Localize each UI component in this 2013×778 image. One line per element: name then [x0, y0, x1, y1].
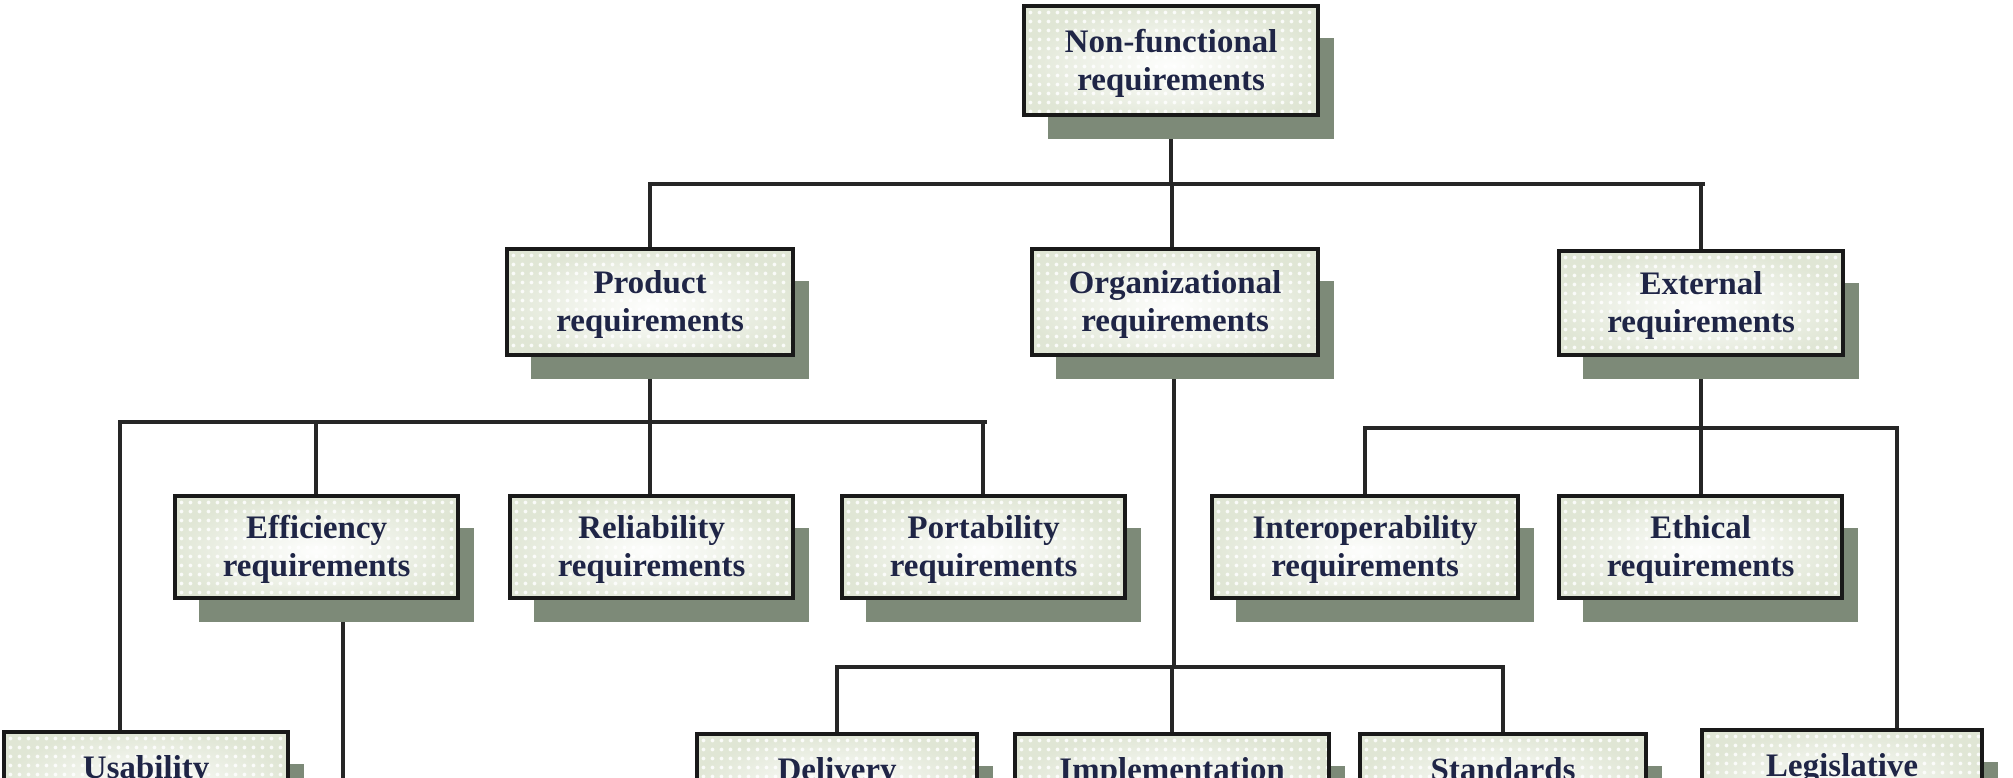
connector-line	[1170, 667, 1174, 734]
node-reliability-requirements: Reliability requirements	[508, 494, 795, 600]
node-label: Usability	[82, 750, 210, 778]
connector-line	[1363, 428, 1367, 494]
node-interoperability-requirements: Interoperability requirements	[1210, 494, 1520, 600]
connector-line	[314, 422, 318, 494]
node-label: Standards	[1430, 752, 1576, 778]
connector-line	[648, 182, 1705, 186]
connector-line	[1172, 355, 1176, 669]
node-organizational-requirements: Organizational requirements	[1030, 247, 1320, 357]
connector-line	[118, 420, 987, 424]
node-efficiency-requirements: Efficiency requirements	[173, 494, 460, 600]
connector-line	[1895, 428, 1899, 730]
connector-line	[118, 420, 122, 732]
node-delivery: Delivery	[695, 732, 979, 778]
connector-line	[648, 355, 652, 424]
node-ethical-requirements: Ethical requirements	[1557, 494, 1844, 600]
node-non-functional-requirements: Non-functional requirements	[1022, 4, 1320, 117]
node-label: Legislative	[1765, 748, 1919, 778]
node-label: Ethical requirements	[1606, 510, 1795, 584]
connector-line	[648, 422, 652, 494]
connector-line	[1363, 426, 1899, 430]
node-label: Non-functional requirements	[1064, 23, 1278, 98]
connector-line	[835, 667, 839, 734]
node-portability-requirements: Portability requirements	[840, 494, 1127, 600]
node-external-requirements: External requirements	[1557, 249, 1845, 357]
node-implementation: Implementation	[1013, 732, 1331, 778]
node-label: Portability requirements	[889, 510, 1078, 584]
connector-line	[1169, 116, 1173, 186]
connector-line	[981, 420, 985, 494]
connector-line	[1699, 184, 1703, 249]
node-label: Efficiency requirements	[222, 510, 411, 584]
node-label: Product requirements	[556, 265, 744, 339]
node-label: Interoperability requirements	[1252, 510, 1478, 584]
connector-line	[648, 184, 652, 247]
connector-line	[1699, 355, 1703, 428]
node-label: Delivery	[777, 752, 897, 778]
connector-line	[341, 598, 345, 778]
node-label: Organizational requirements	[1068, 265, 1282, 339]
connector-line	[1501, 667, 1505, 734]
node-standards: Standards	[1358, 732, 1648, 778]
node-label: Reliability requirements	[557, 510, 746, 584]
node-label: Implementation	[1059, 752, 1285, 778]
connector-line	[1170, 184, 1174, 247]
node-legislative: Legislative	[1700, 728, 1984, 778]
node-product-requirements: Product requirements	[505, 247, 795, 357]
node-usability: Usability	[2, 730, 290, 778]
connector-line	[1699, 428, 1703, 494]
node-label: External requirements	[1607, 266, 1795, 340]
